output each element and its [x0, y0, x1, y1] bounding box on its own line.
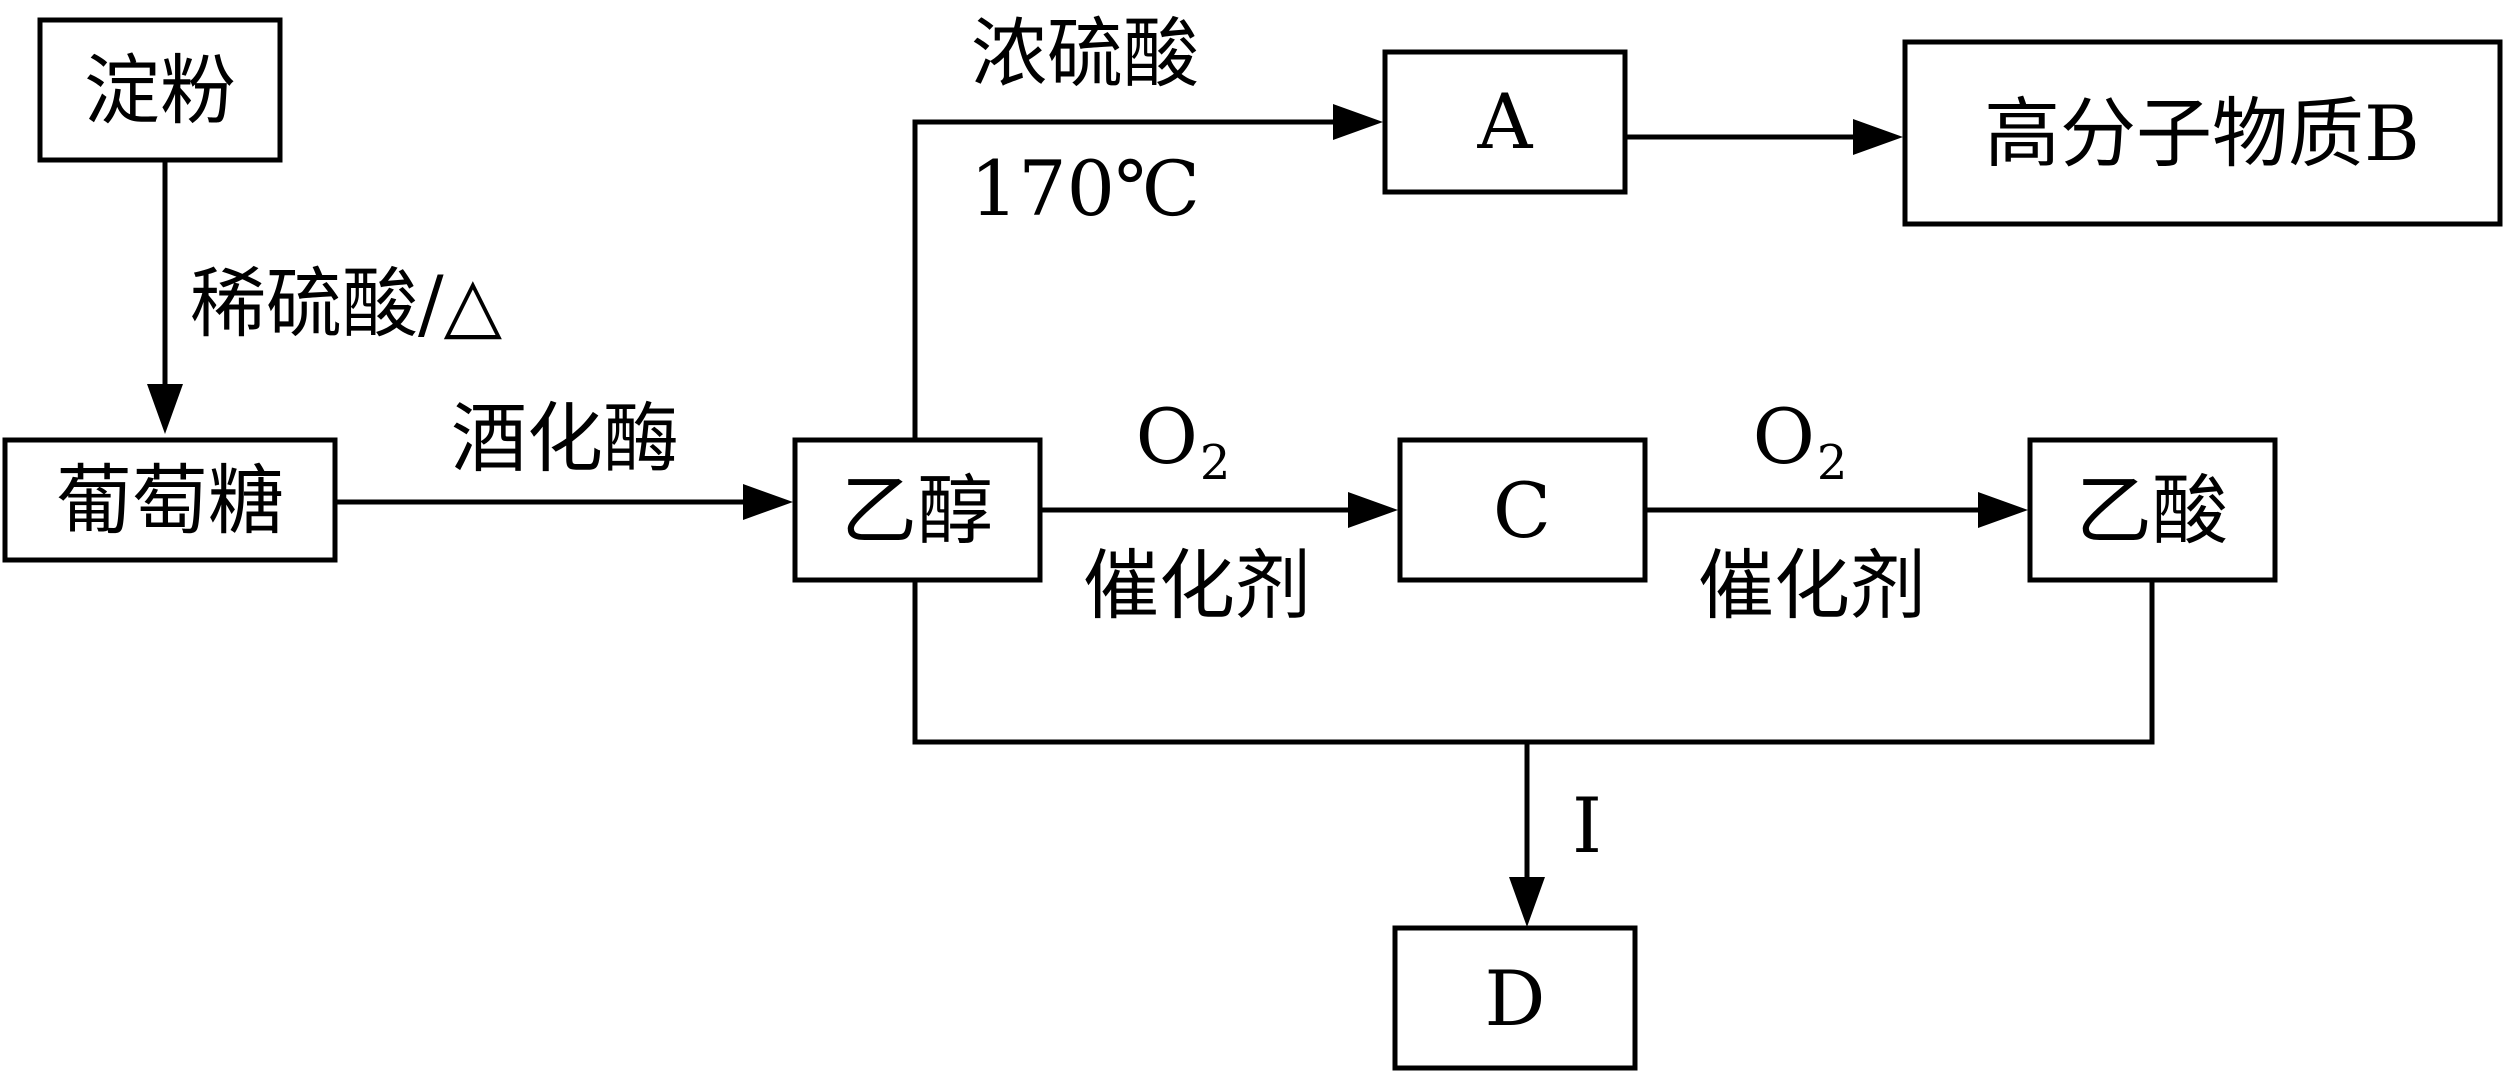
edge-ethanol-c-condition-top: O2	[1136, 392, 1231, 491]
arrowhead-to-acetic-acid	[1978, 492, 2028, 528]
node-glucose-box	[2, 437, 338, 563]
node-polymer-b-label: 高分子物质B	[1984, 89, 2420, 178]
node-ethanol-label: 乙醇	[841, 466, 993, 555]
node-starch-box	[37, 17, 283, 163]
arrowhead-to-c	[1348, 492, 1398, 528]
arrowhead-to-ethanol	[743, 484, 793, 520]
node-a-label: A	[1477, 77, 1534, 166]
node-starch-label: 淀粉	[84, 46, 236, 135]
arrowhead-to-polymer-b	[1853, 119, 1903, 155]
arrowhead-to-a	[1333, 104, 1383, 140]
edge-ethanol-a-line	[912, 119, 1340, 440]
edge-ethanol-c-condition-bottom: 催化剂	[1083, 541, 1311, 630]
edge-join-line	[912, 580, 2155, 745]
edge-ethanol-a-condition-top: 浓硫酸	[971, 9, 1199, 98]
edge-glucose-ethanol-condition: 酒化酶	[451, 394, 679, 483]
node-d-box	[1392, 925, 1638, 1071]
edge-ethanol-a-condition-bottom: 170℃	[970, 144, 1200, 233]
arrowhead-to-glucose	[147, 384, 183, 434]
edge-c-acid-condition-top: O2	[1753, 392, 1848, 491]
node-c-box	[1397, 437, 1648, 583]
node-a-box	[1382, 49, 1628, 195]
node-glucose-label: 葡萄糖	[56, 456, 284, 545]
edge-c-acid-condition-bottom: 催化剂	[1698, 541, 1926, 630]
arrowhead-to-d	[1509, 877, 1545, 927]
node-d-label: D	[1485, 954, 1546, 1043]
node-c-label: C	[1493, 466, 1551, 555]
node-acetic-acid-label: 乙酸	[2076, 466, 2228, 555]
edge-starch-glucose-condition: 稀硫酸/△	[190, 259, 503, 348]
node-polymer-b-box	[1902, 39, 2503, 227]
edge-to-d-label: I	[1572, 781, 1602, 870]
